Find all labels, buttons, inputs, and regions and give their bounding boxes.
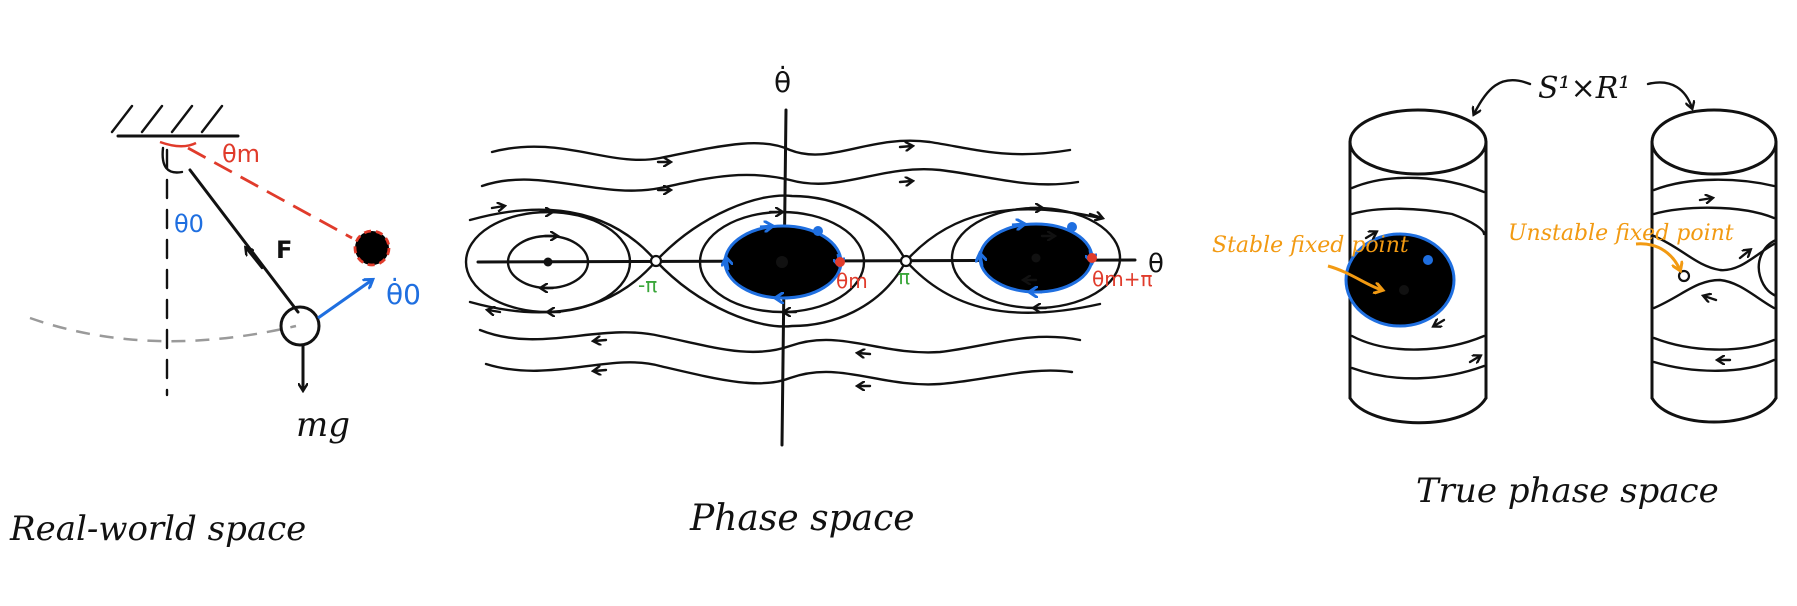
angle-arc xyxy=(161,146,184,174)
theta-0-label: θ0 xyxy=(174,210,204,238)
running-orbit-top-2 xyxy=(480,168,1080,192)
phase-portrait: θ̇ θ xyxy=(464,65,1164,447)
stable-label-line1: Stable fixed point xyxy=(1212,233,1409,258)
theta-m-plus-pi-label: θm+π xyxy=(1092,267,1153,291)
velocity-arrow xyxy=(317,280,372,320)
manifold-arrow-right xyxy=(1646,81,1692,108)
blue-start-point-right xyxy=(1067,222,1077,232)
unstable-label: Unstable fixed point xyxy=(1508,221,1734,246)
unstable-pointer-arrow xyxy=(1635,242,1680,270)
weight-label: mg xyxy=(296,405,350,445)
true-phase-space: S¹×R¹ xyxy=(1212,71,1778,425)
stable-pointer-arrow xyxy=(1327,264,1382,290)
theta-m-point xyxy=(835,257,845,267)
blue-start-point-middle xyxy=(813,226,823,236)
stable-point-origin xyxy=(776,256,788,268)
pi-label: π xyxy=(898,265,910,289)
max-position-bob xyxy=(353,229,391,267)
stable-point-right xyxy=(1031,253,1041,263)
cylinder-stable xyxy=(1344,108,1488,425)
neg-pi-label: -π xyxy=(638,273,657,297)
theta-m-phase-label: θm xyxy=(836,269,868,293)
max-swing-string xyxy=(187,146,353,240)
running-orbit-bottom-1 xyxy=(478,328,1082,354)
theta-m-arc xyxy=(159,140,197,148)
caption-real-world: Real-world space xyxy=(9,509,306,549)
pendulum-bob xyxy=(279,305,321,347)
manifold-arrow-left xyxy=(1474,79,1532,114)
caption-phase: Phase space xyxy=(689,498,915,539)
force-label: F xyxy=(276,236,292,264)
tension-arrow xyxy=(246,248,264,270)
cylinder-stable-top xyxy=(1348,108,1488,176)
saddle-point-neg-pi xyxy=(649,254,663,268)
separatrix-upper xyxy=(468,194,1102,263)
running-orbit-bottom-2 xyxy=(484,361,1074,386)
theta-m-label: θm xyxy=(222,140,260,168)
theta-axis-label: θ xyxy=(1148,249,1164,279)
theta-m-plus-pi-point xyxy=(1087,253,1097,263)
flow-arrows xyxy=(488,146,1102,386)
manifold-label: S¹×R¹ xyxy=(1538,71,1630,106)
ceiling-hatch xyxy=(110,104,224,134)
theta-dot-0-label: θ̇0 xyxy=(386,277,421,311)
caption-true-phase: True phase space xyxy=(1416,471,1719,511)
cylinder-unstable-top xyxy=(1650,108,1778,176)
theta-dot-axis-label: θ̇ xyxy=(774,65,791,99)
saddle-point-pi xyxy=(899,254,913,268)
pendulum-diagram: θm θ0 F θ̇0 mg xyxy=(29,104,421,445)
pendulum-rod xyxy=(188,168,300,314)
swing-arc xyxy=(29,316,297,343)
cylinder-unstable xyxy=(1650,108,1778,424)
stable-point-left xyxy=(543,257,553,267)
running-orbit-top-1 xyxy=(490,139,1072,162)
